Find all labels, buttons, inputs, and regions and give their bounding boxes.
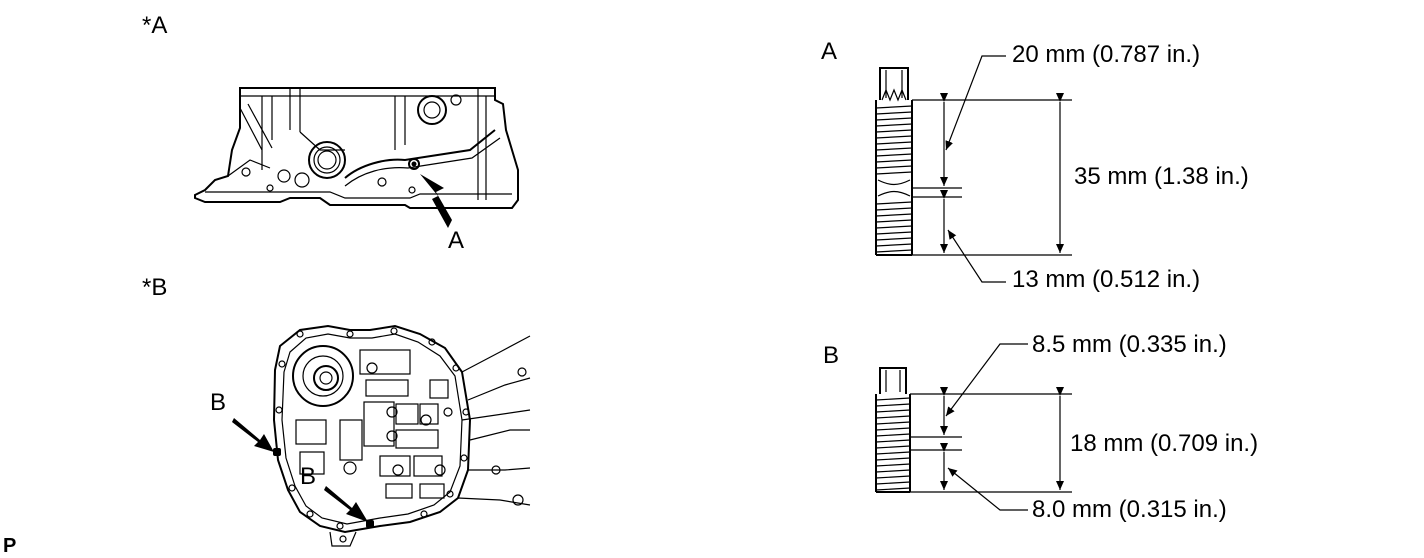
stud-a-top-thread-dim: 20 mm (0.787 in.) [1012,41,1201,68]
callout-b-upper: B [210,389,227,416]
stud-bolt-b-drawing [875,343,1072,511]
stud-a-tag: A [821,38,838,65]
stud-a-bottom-thread-dim: 13 mm (0.512 in.) [1012,266,1201,293]
stud-b-tag: B [823,342,840,369]
stud-b-top-thread-dim: 8.5 mm (0.335 in.) [1032,331,1227,358]
view-a-tag: *A [142,12,168,39]
stud-b-overall-dim: 18 mm (0.709 in.) [1070,430,1259,457]
callout-a: A [448,227,465,254]
transmission-case-drawing [232,324,531,547]
stud-b-bottom-thread-dim: 8.0 mm (0.315 in.) [1032,496,1227,523]
view-b-tag: *B [142,274,168,301]
stud-bolt-a-drawing [875,55,1072,283]
stud-a-overall-dim: 35 mm (1.38 in.) [1074,163,1249,190]
engine-block-drawing [194,87,519,228]
corner-code: P [3,535,17,557]
callout-b-lower: B [300,463,317,490]
